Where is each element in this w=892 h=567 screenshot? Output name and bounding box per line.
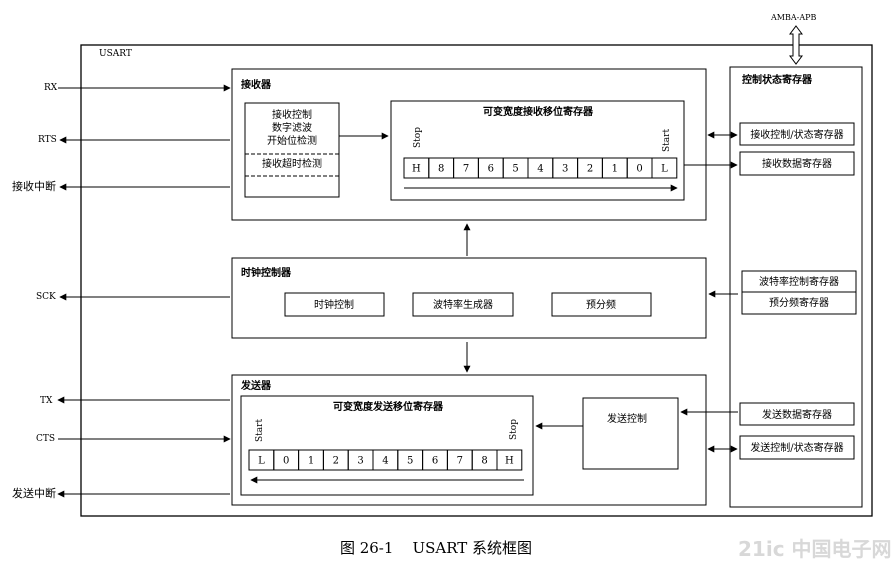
baud-generator-box <box>412 292 514 317</box>
svg-text:发送数据寄存器: 发送数据寄存器 <box>762 408 832 421</box>
transmitter-title: 发送器 <box>240 379 272 392</box>
svg-text:RX: RX <box>44 83 58 93</box>
clock-control-box <box>284 292 385 317</box>
svg-text:预分频寄存器: 预分频寄存器 <box>769 296 829 309</box>
svg-text:SCK: SCK <box>36 292 56 302</box>
figure-caption: 图 26-1 USART 系统框图 <box>340 539 532 557</box>
watermark-logo: 21ic 中国电子网 <box>738 537 892 561</box>
prescaler-reg <box>741 291 857 315</box>
signal-rts: RTS <box>38 135 230 145</box>
receive-stop-label: Stop <box>413 127 423 148</box>
control-status-title: 控制状态寄存器 <box>742 73 813 86</box>
receive-shift-register <box>390 100 685 201</box>
tx-ctrl-status-reg <box>739 435 855 460</box>
control-status-registers-block <box>729 66 863 508</box>
svg-text:接收中断: 接收中断 <box>12 179 56 193</box>
receive-bit-cell-label: 7 <box>463 164 469 175</box>
transmit-shift-title: 可变宽度发送移位寄存器 <box>333 400 444 413</box>
signal-tx: TX <box>40 396 230 406</box>
svg-text:接收控制/状态寄存器: 接收控制/状态寄存器 <box>750 128 843 141</box>
transmit-control-box <box>582 397 679 470</box>
receiver-ctrl-line-1: 接收控制 <box>272 108 312 121</box>
svg-text:CTS: CTS <box>36 434 55 444</box>
transmit-start-label: Start <box>255 419 265 442</box>
rx-ctrl-status-reg <box>739 122 855 146</box>
signal-cts: CTS <box>36 434 231 444</box>
usart-label: USART <box>99 49 132 59</box>
svg-text:TX: TX <box>40 396 53 406</box>
receiver-ctrl-line-2: 数字滤波 <box>272 121 312 134</box>
receive-shift-title: 可变宽度接收移位寄存器 <box>483 105 594 118</box>
svg-text:接收数据寄存器: 接收数据寄存器 <box>762 157 832 170</box>
receive-bit-cell-label: L <box>661 164 668 175</box>
transmit-bit-cell-label: 5 <box>407 456 413 467</box>
receiver-block <box>231 68 707 221</box>
rx-data-reg <box>739 151 855 176</box>
transmit-bit-cell-label: 1 <box>308 456 314 467</box>
transmitter-block <box>231 374 707 506</box>
svg-text:发送控制/状态寄存器: 发送控制/状态寄存器 <box>750 441 843 454</box>
receiver-ctrl-line-3: 开始位检测 <box>267 134 317 147</box>
tx-data-reg <box>739 402 855 426</box>
svg-text:时钟控制: 时钟控制 <box>314 298 354 311</box>
receiver-control-box <box>244 102 340 198</box>
svg-text:预分频: 预分频 <box>586 298 616 311</box>
transmit-bit-cell-label: 3 <box>357 456 363 467</box>
receive-bit-cell-label: 0 <box>636 164 642 175</box>
svg-text:波特率生成器: 波特率生成器 <box>433 298 493 311</box>
clock-controller-block <box>231 257 707 339</box>
transmit-bit-cell <box>496 449 523 471</box>
transmit-bit-cell-label: 8 <box>481 456 487 467</box>
transmit-bit-cell-label: 2 <box>333 456 339 467</box>
svg-text:RTS: RTS <box>38 135 57 145</box>
transmit-shift-register <box>240 395 534 496</box>
receive-start-label: Start <box>662 129 672 152</box>
receive-bit-cell-label: H <box>412 164 421 175</box>
receive-bit-cells: H 8 7 6 5 4 3 2 1 0 L <box>403 157 678 179</box>
svg-text:波特率控制寄存器: 波特率控制寄存器 <box>759 275 839 288</box>
usart-frame <box>80 44 873 517</box>
transmit-bit-cells: L 0 1 2 3 4 5 6 7 8 H <box>248 449 523 471</box>
prescaler-box <box>551 292 652 317</box>
receive-bit-cell-label: 5 <box>512 164 518 175</box>
receive-bit-cell <box>651 157 678 179</box>
transmit-bit-cell-label: H <box>505 456 514 467</box>
signal-rx-interrupt: 接收中断 <box>12 179 230 193</box>
receive-bit-cell-label: 4 <box>537 164 543 175</box>
receive-bit-cell-label: 3 <box>562 164 568 175</box>
receive-bit-cell-label: 2 <box>587 164 593 175</box>
receiver-title: 接收器 <box>241 78 272 91</box>
transmit-bit-cell-label: L <box>258 456 265 467</box>
signal-rx: RX <box>44 83 231 93</box>
transmit-bit-cell-label: 4 <box>382 456 388 467</box>
receiver-timeout-label: 接收超时检测 <box>262 157 322 170</box>
signal-sck: SCK <box>36 292 230 302</box>
signal-tx-interrupt: 发送中断 <box>12 486 230 500</box>
svg-text:发送中断: 发送中断 <box>12 486 56 500</box>
transmit-bit-cell-label: 7 <box>457 456 463 467</box>
transmit-control-label: 发送控制 <box>607 412 647 425</box>
transmit-bit-cell-label: 0 <box>283 456 289 467</box>
receive-bit-cell-label: 1 <box>612 164 618 175</box>
receive-bit-cell-label: 8 <box>438 164 444 175</box>
transmit-bit-cell-label: 6 <box>432 456 438 467</box>
transmit-stop-label: Stop <box>509 419 519 440</box>
amba-label: AMBA-APB <box>770 13 816 22</box>
receive-bit-cell-label: 6 <box>488 164 494 175</box>
amba-bus-arrow <box>789 25 803 65</box>
clock-controller-title: 时钟控制器 <box>241 266 292 279</box>
